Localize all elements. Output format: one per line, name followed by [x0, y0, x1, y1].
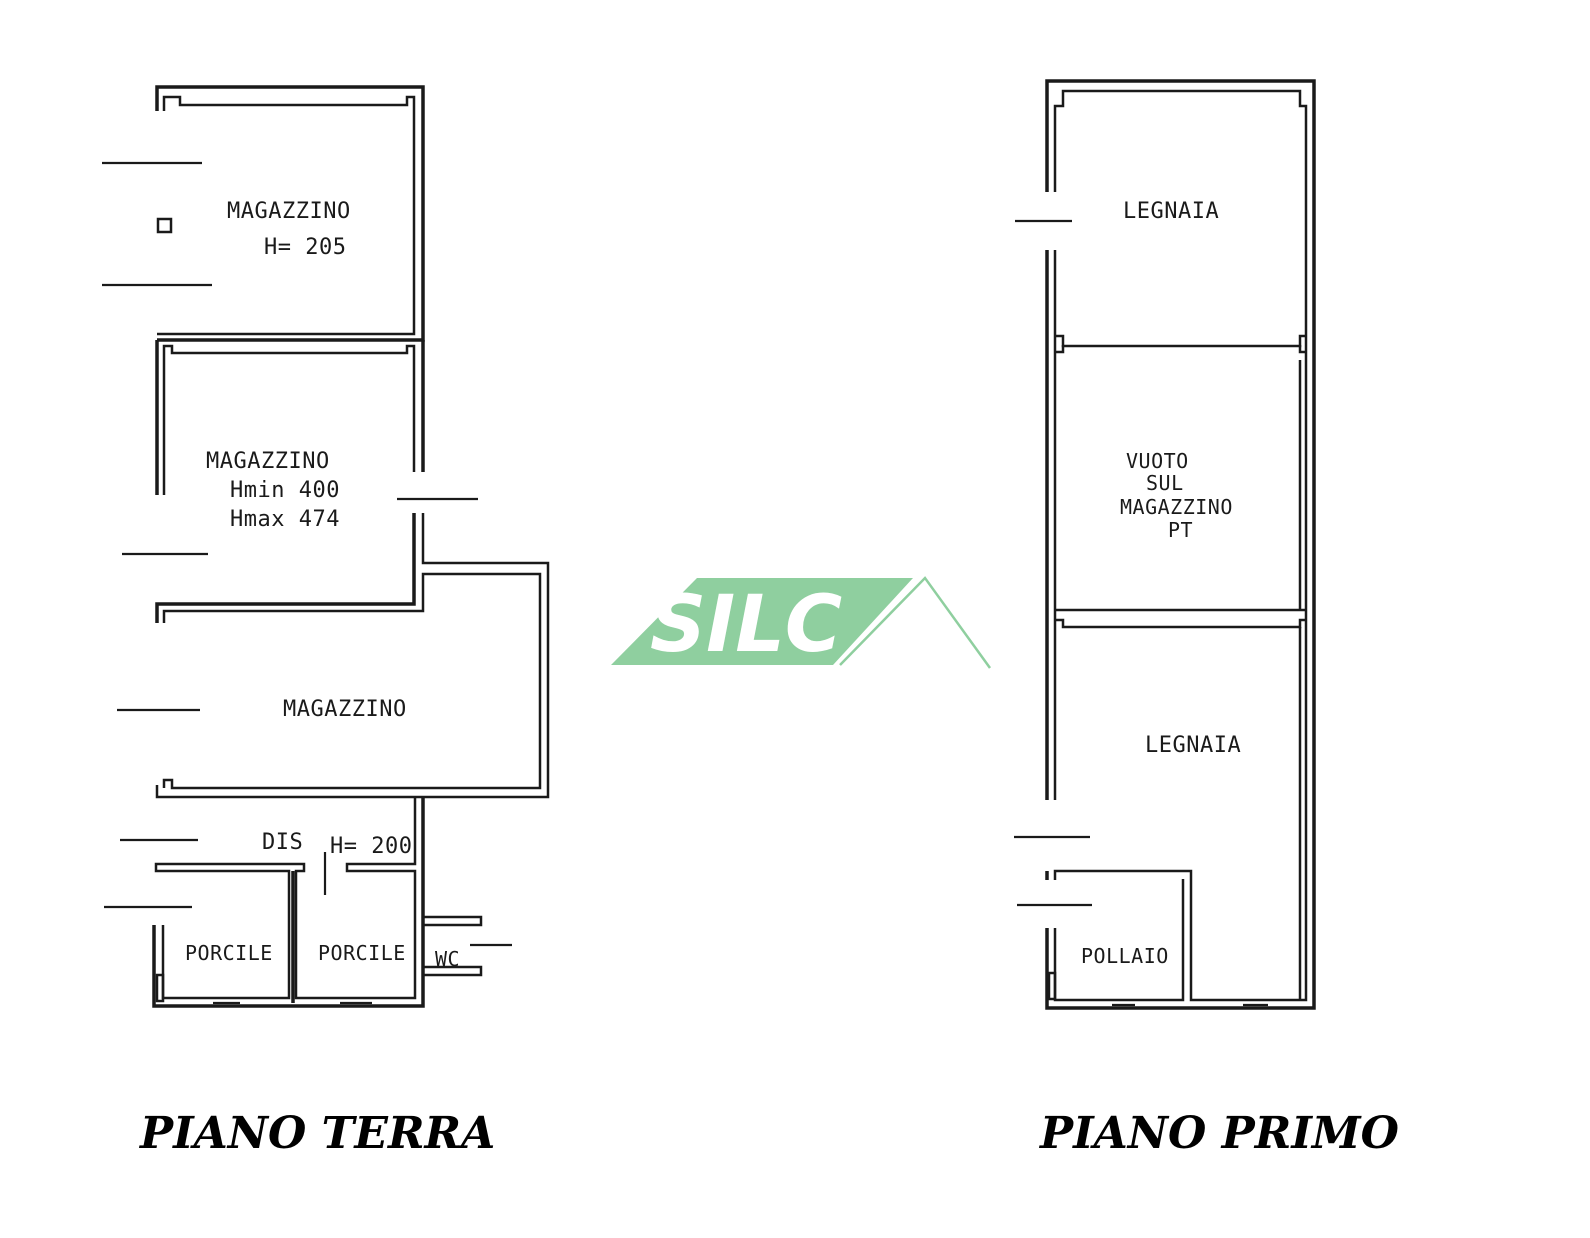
label-magazzino-3: MAGAZZINO: [283, 697, 407, 722]
ground-floor-openings: [102, 161, 478, 909]
label-vuoto-line1: VUOTO: [1126, 449, 1189, 473]
label-magazzino-1: MAGAZZINO: [227, 199, 351, 224]
label-dis: DIS: [262, 830, 303, 855]
label-porcile-1: PORCILE: [185, 941, 273, 965]
title-piano-terra: PIANO TERRA: [140, 1108, 496, 1159]
first-floor-plan: LEGNAIA VUOTO SUL MAGAZZINO PT LEGNAIA P…: [1014, 79, 1316, 1010]
room-dis-porcili-wc: [152, 797, 512, 1008]
logo-roof-icon: [839, 576, 992, 669]
ground-floor-plan: MAGAZZINO H= 205 MAGAZZINO Hmin 400 Hmax…: [102, 85, 550, 1008]
label-vuoto-line4: PT: [1168, 518, 1193, 542]
label-vuoto-line2: SUL: [1146, 471, 1184, 495]
label-wc: WC: [435, 947, 460, 971]
room-magazzino-1: [155, 85, 425, 342]
label-magazzino-2: MAGAZZINO: [206, 449, 330, 474]
title-piano-primo: PIANO PRIMO: [1040, 1108, 1399, 1159]
label-magazzino-2-hmin: Hmin 400: [230, 478, 340, 503]
label-porcile-2: PORCILE: [318, 941, 406, 965]
logo-banner: [611, 578, 913, 665]
label-legnaia-2: LEGNAIA: [1145, 733, 1241, 758]
label-magazzino-1-height: H= 205: [264, 235, 346, 260]
silc-logo: SILC: [611, 576, 992, 670]
label-legnaia-1: LEGNAIA: [1123, 199, 1219, 224]
logo-text: SILC: [650, 580, 842, 670]
label-magazzino-2-hmax: Hmax 474: [230, 507, 340, 532]
label-vuoto-line3: MAGAZZINO: [1120, 495, 1233, 519]
room-magazzino-2: [155, 340, 550, 799]
label-dis-height: H= 200: [330, 834, 412, 859]
label-pollaio: POLLAIO: [1081, 944, 1169, 968]
